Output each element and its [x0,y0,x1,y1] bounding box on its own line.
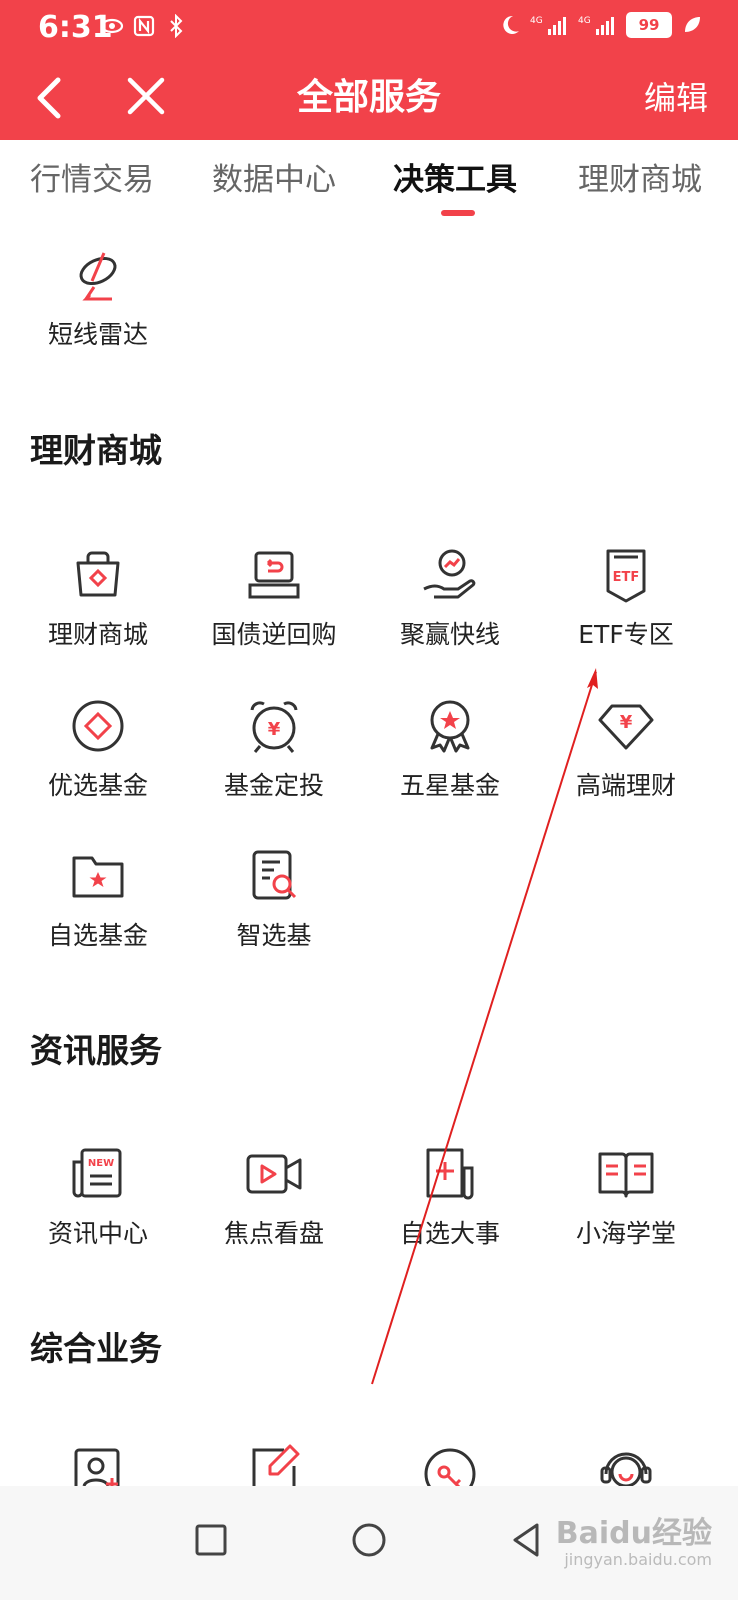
section-title-wealth-mall: 理财商城 [30,431,162,470]
status-bar: 6:31 4G 4G 99 [0,0,738,56]
service-item-short-radar[interactable]: 短线雷达 [8,245,188,351]
radar-icon [79,252,117,301]
service-item-smart-fund[interactable]: 智选基 [184,846,364,952]
service-item-label: 焦点看盘 [223,1219,324,1248]
key-circle-icon [424,1448,476,1486]
service-item-xiaohai-school[interactable]: 小海学堂 [536,1144,716,1250]
folder-star-icon [72,856,124,898]
leaf-icon [685,17,700,32]
diamond-circle-icon [72,700,124,752]
service-item-news-center[interactable]: NEW 资讯中心 [8,1144,188,1250]
back-button[interactable] [30,70,70,126]
service-item-watchlist-events[interactable]: 自选大事 [360,1144,540,1250]
service-item-premium-wealth[interactable]: ¥ 高端理财 [536,696,716,802]
svg-text:ETF: ETF [613,570,640,585]
edit-document-icon [252,1444,300,1486]
shopping-bag-icon [76,551,120,597]
service-item-label: 智选基 [236,921,312,950]
service-item-label: 资讯中心 [47,1219,148,1248]
newspaper-new-icon: NEW [72,1148,122,1198]
section-title-general-business: 综合业务 [30,1329,162,1368]
service-item-label: 小海学堂 [575,1219,676,1248]
open-book-icon [598,1152,654,1198]
system-back-button[interactable] [497,1510,557,1570]
service-item-label: ETF专区 [578,620,674,649]
service-item-reverse-repo[interactable]: 国债逆回购 [184,545,364,651]
recents-button[interactable] [181,1510,241,1570]
video-camera-icon [246,1154,302,1194]
service-item-watchlist-funds[interactable]: 自选基金 [8,846,188,952]
signal-4g-icon: 4G [530,16,566,35]
service-item-label: 短线雷达 [47,320,148,349]
tab-market-trading[interactable]: 行情交易 [30,162,154,198]
hand-chart-icon [423,549,476,599]
active-tab-indicator [441,210,475,216]
etf-badge-icon: ETF [606,549,646,603]
alarm-clock-yen-icon: ¥ [250,701,298,753]
eye-icon [100,18,124,34]
document-search-icon [252,850,297,900]
service-item-key-service[interactable] [360,1442,540,1486]
document-plus-icon [426,1148,474,1200]
bluetooth-icon [170,14,183,38]
service-item-edit-document[interactable] [184,1442,364,1486]
service-item-label: 基金定投 [223,771,324,800]
app-header: 6:31 4G 4G 99 全部服务 编辑 [0,0,738,140]
page-title: 全部服务 [296,77,441,118]
svg-text:4G: 4G [578,16,591,26]
service-item-label: 自选大事 [399,1219,500,1248]
moon-icon [503,15,519,34]
reverse-repo-icon [248,551,300,599]
category-tabs: 行情交易 数据中心 决策工具 理财商城 [0,140,738,220]
service-item-wealth-mall[interactable]: 理财商城 [8,545,188,651]
service-item-id-card[interactable] [8,1442,188,1486]
id-card-plus-icon [74,1448,120,1486]
watermark: Baidu经验 [555,1516,712,1551]
watermark-url: jingyan.baidu.com [564,1550,712,1569]
service-item-fund-plan[interactable]: ¥ 基金定投 [184,696,364,802]
headset-service-icon [600,1452,652,1486]
battery-icon: 99 [626,12,672,38]
section-title-news-services: 资讯服务 [30,1031,162,1070]
service-item-label: 聚赢快线 [399,620,500,649]
service-item-etf-zone[interactable]: ETF ETF专区 [536,545,716,651]
edit-button[interactable]: 编辑 [643,79,708,117]
service-item-label: 五星基金 [399,771,500,800]
tab-wealth-mall[interactable]: 理财商城 [578,162,702,198]
service-item-label: 优选基金 [47,771,148,800]
service-item-focus-market[interactable]: 焦点看盘 [184,1144,364,1250]
star-medal-icon [430,700,470,753]
service-item-juying-express[interactable]: 聚赢快线 [360,545,540,651]
status-right-icons: 4G 4G 99 [498,12,704,38]
service-item-five-star-funds[interactable]: 五星基金 [360,696,540,802]
service-item-selected-funds[interactable]: 优选基金 [8,696,188,802]
nfc-icon [133,15,155,37]
tab-data-center[interactable]: 数据中心 [212,162,336,198]
svg-text:¥: ¥ [268,719,281,740]
system-navigation-bar [0,1486,738,1600]
diamond-yen-icon: ¥ [598,704,654,750]
tab-decision-tools[interactable]: 决策工具 [393,162,517,198]
svg-text:NEW: NEW [88,1158,114,1169]
svg-text:4G: 4G [530,16,543,26]
svg-text:¥: ¥ [620,712,633,733]
home-button[interactable] [339,1510,399,1570]
close-button[interactable] [124,74,168,118]
service-item-label: 国债逆回购 [211,620,337,649]
status-time: 6:31 [38,10,113,45]
signal-4g-icon: 4G [578,16,614,35]
service-item-label: 高端理财 [575,771,676,800]
service-item-label: 理财商城 [47,620,148,649]
service-item-customer-service[interactable] [536,1442,716,1486]
status-left-icons [100,14,188,38]
service-item-label: 自选基金 [47,921,148,950]
